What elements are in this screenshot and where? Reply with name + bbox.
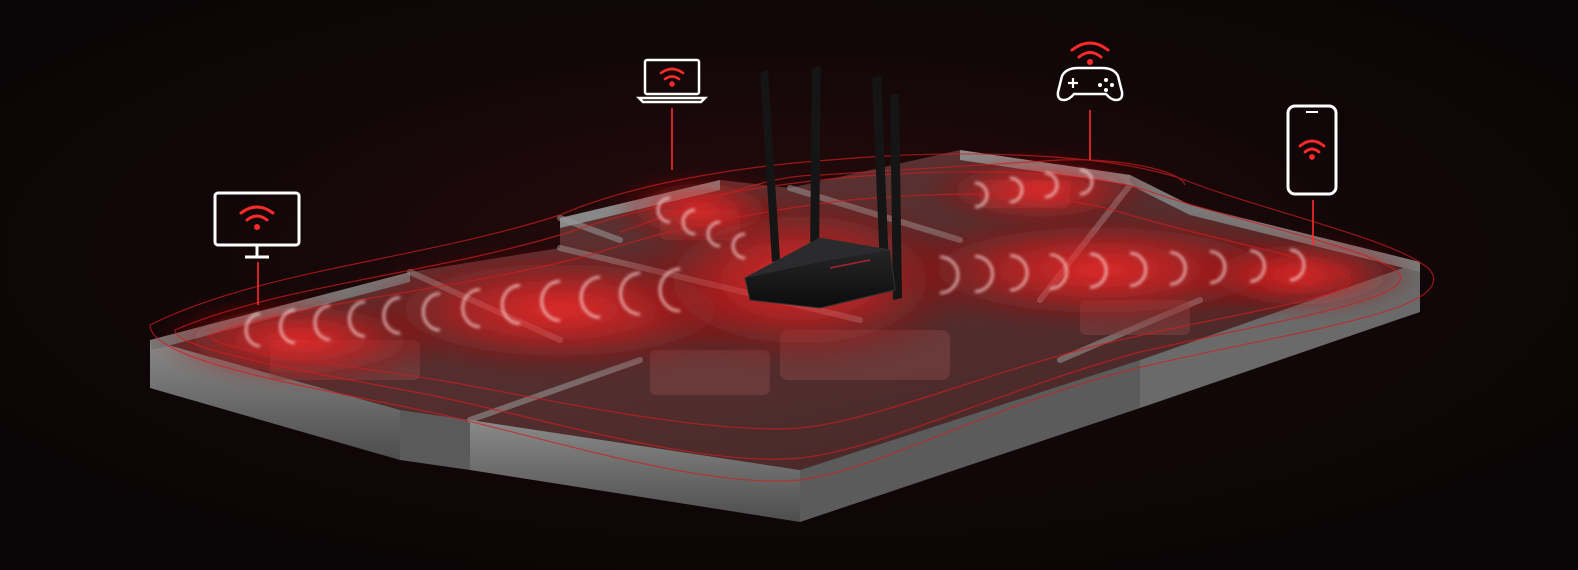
signal-arc-right [1249, 249, 1266, 283]
signal-arc-right [1009, 254, 1029, 292]
signal-arc-upper-right [1079, 168, 1094, 196]
signal-arc-left [422, 292, 441, 332]
gamepad-wifi-icon [1056, 41, 1124, 102]
signal-arc-upper-left [731, 232, 746, 260]
signal-arc-left [658, 267, 681, 313]
signal-arc-right [939, 255, 960, 295]
smartphone-wifi-icon [1286, 104, 1338, 196]
signal-arc-left [313, 304, 331, 341]
signal-arc-right [1049, 253, 1068, 290]
signal-arc-right [974, 255, 994, 293]
signal-arc-upper-right [1044, 171, 1059, 199]
signal-arc-left [461, 288, 481, 329]
wall-front-right [800, 360, 1140, 522]
signal-arc-left [279, 308, 296, 344]
signal-arc-upper-left [656, 196, 671, 224]
signal-arc-left [580, 276, 601, 319]
laptop-wifi-icon [635, 58, 709, 104]
signal-arc-upper-left [706, 220, 721, 248]
signal-arc-right [1089, 252, 1108, 289]
signal-arc-right [1289, 248, 1306, 282]
signal-arc-right [1209, 250, 1226, 284]
signal-arc-right [1169, 251, 1187, 286]
device-connectors [257, 108, 1314, 305]
signal-arc-left [382, 296, 401, 335]
signal-arc-upper-left [681, 208, 696, 236]
signal-arc-upper-right [974, 181, 989, 209]
router-icon [744, 66, 902, 309]
wall-front-center [470, 420, 800, 522]
coverage-contours [149, 153, 1435, 482]
signal-arc-left [501, 284, 521, 325]
monitor-wifi-icon [213, 191, 301, 259]
signal-arc-upper-right [1009, 176, 1024, 204]
signal-arc-left [540, 280, 561, 322]
signal-arc-right [1129, 252, 1147, 287]
signal-arc-left [348, 300, 366, 338]
signal-arc-left [244, 312, 261, 348]
wall-front-mid [400, 410, 470, 470]
wifi-signal-arcs [244, 168, 1306, 348]
signal-arc-left [619, 271, 641, 316]
